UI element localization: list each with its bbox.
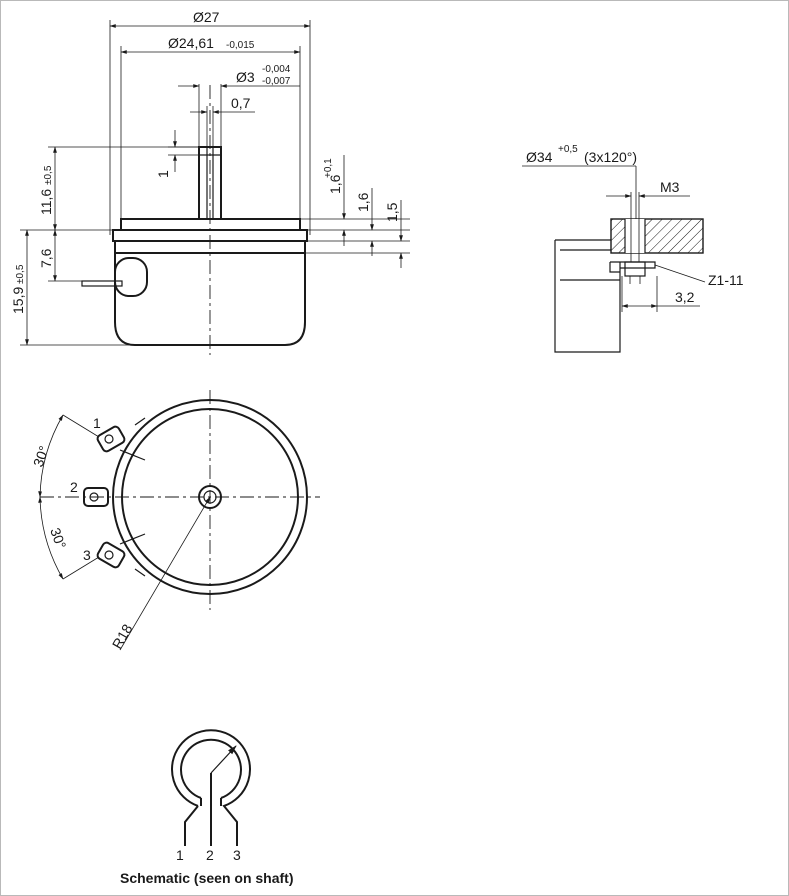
dim-d3: Ø3 bbox=[236, 69, 255, 85]
schematic-pin-3: 3 bbox=[233, 847, 241, 863]
mounting-detail-view: Ø34 +0,5 (3x120°) M3 Z1-11 3,2 bbox=[522, 144, 744, 353]
resistor-track bbox=[171, 729, 251, 846]
dim-d2461-tol: -0,015 bbox=[226, 40, 255, 51]
dim-1: 1 bbox=[155, 170, 171, 178]
dim-d2461: Ø24,61 bbox=[168, 35, 214, 51]
dim-0-7: 0,7 bbox=[231, 95, 251, 111]
dim-1-6-a-tol: +0,1 bbox=[323, 158, 334, 178]
schematic-pin-2: 2 bbox=[206, 847, 214, 863]
dim-3-2: 3,2 bbox=[675, 289, 695, 305]
dim-7-6: 7,6 bbox=[38, 248, 54, 268]
schematic-pin-1: 1 bbox=[176, 847, 184, 863]
dim-d34-note: (3x120°) bbox=[584, 149, 637, 165]
label-z1: Z1-11 bbox=[708, 272, 744, 288]
dim-11-6-tol: ±0,5 bbox=[43, 165, 54, 185]
schematic-caption: Schematic (seen on shaft) bbox=[120, 870, 294, 886]
angle-lower: 30° bbox=[47, 526, 69, 551]
shaft bbox=[198, 146, 222, 220]
dim-d34-tol: +0,5 bbox=[558, 144, 578, 155]
lug-1 bbox=[96, 425, 126, 453]
dim-d27: Ø27 bbox=[193, 9, 220, 25]
lug-3 bbox=[96, 541, 126, 569]
terminal-tab bbox=[81, 280, 123, 287]
dim-11-6: 11,6 bbox=[38, 189, 54, 215]
dim-1-6-b: 1,6 bbox=[355, 192, 371, 212]
dim-d3-tol-lower: -0,007 bbox=[262, 76, 291, 87]
top-view: 30° 30° 1 2 3 R18 bbox=[30, 390, 320, 652]
dim-15-9-tol: ±0,5 bbox=[15, 264, 26, 284]
lug-2 bbox=[83, 487, 109, 507]
front-view: Ø27 Ø24,61 -0,015 Ø3 -0,004 -0,007 0,7 1… bbox=[10, 9, 410, 355]
terminal-2-label: 2 bbox=[70, 479, 78, 495]
clamp-z1 bbox=[624, 261, 646, 277]
dim-15-9: 15,9 bbox=[10, 287, 26, 314]
body-profile bbox=[554, 239, 621, 353]
angle-upper: 30° bbox=[30, 444, 52, 469]
label-m3: M3 bbox=[660, 179, 680, 195]
terminal bbox=[114, 257, 148, 297]
dim-d3-tol-upper: -0,004 bbox=[262, 64, 291, 75]
terminal-1-label: 1 bbox=[93, 415, 101, 431]
bushing-plate bbox=[120, 218, 301, 231]
pot-body bbox=[114, 252, 306, 346]
dim-1-6-a: 1,6 bbox=[327, 174, 343, 194]
terminal-3-label: 3 bbox=[83, 547, 91, 563]
radius-label: R18 bbox=[109, 621, 136, 651]
schematic: 1 2 3 Schematic (seen on shaft) bbox=[120, 729, 294, 886]
dim-1-5: 1,5 bbox=[384, 202, 400, 222]
dim-d34: Ø34 bbox=[526, 149, 553, 165]
